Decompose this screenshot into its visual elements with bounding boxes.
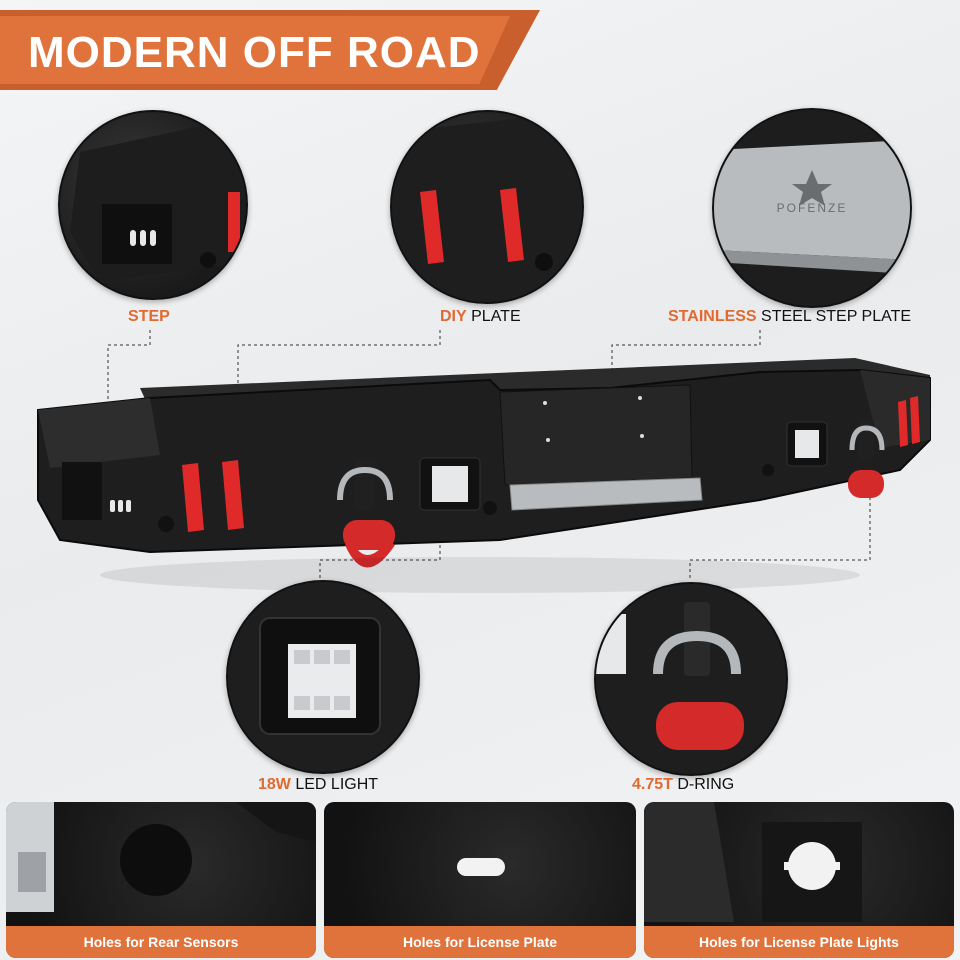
license-plate-holes-panel: Holes for License Plate	[324, 802, 636, 958]
led-light-left-lens	[432, 466, 468, 502]
license-plate-light-holes-panel: Holes for License Plate Lights	[644, 802, 954, 958]
rear-sensor-holes-image	[6, 802, 316, 912]
license-plate-light-holes-caption: Holes for License Plate Lights	[644, 926, 954, 958]
stainless-step-plate	[509, 477, 703, 511]
step-plate-detail-circle: POFENZE	[712, 108, 912, 308]
rear-sensor-holes-caption: Holes for Rear Sensors	[6, 926, 316, 958]
title-banner: MODERN OFF ROAD	[0, 10, 540, 90]
diy-plate-detail-circle	[390, 110, 584, 304]
right-reflector-1	[898, 400, 908, 447]
license-plate-area	[499, 384, 693, 486]
d-ring-right	[848, 420, 885, 498]
led-light-label: 18W LED LIGHT	[258, 776, 379, 793]
license-plate-holes-caption: Holes for License Plate	[324, 926, 636, 958]
banner-title: MODERN OFF ROAD	[28, 28, 481, 77]
step-label: STEP	[128, 308, 170, 325]
plate-holes	[543, 396, 644, 442]
right-reflector-2	[910, 396, 920, 444]
left-reflector-1	[182, 463, 204, 532]
title-banner-inner	[0, 16, 510, 84]
pofenze-logo-text: POFENZE	[777, 201, 848, 215]
rear-sensor-center	[483, 501, 497, 515]
step-detail-circle	[58, 110, 248, 300]
license-plate-holes-image	[457, 858, 505, 876]
license-plate-light-holes-image	[644, 802, 862, 922]
diy-plate-label: DIY PLATE	[440, 308, 521, 325]
left-reflector-2	[222, 460, 244, 530]
rear-sensor-holes-panel: Holes for Rear Sensors	[6, 802, 316, 958]
rear-sensor-left	[158, 516, 174, 532]
d-ring-label: 4.75T D-RING	[632, 776, 735, 793]
stainless-step-plate-label: STAINLESS STEEL STEP PLATE	[668, 308, 912, 325]
bumper-shadow	[100, 557, 860, 593]
d-ring-detail-circle	[594, 582, 788, 776]
rear-sensor-right	[762, 464, 774, 476]
left-step-slots	[110, 500, 131, 512]
led-light-detail-circle	[226, 580, 420, 774]
left-step-cutout	[62, 462, 102, 520]
d-ring-left	[337, 460, 395, 568]
led-light-right-lens	[795, 430, 819, 458]
star-logo-icon	[792, 170, 832, 206]
bumper-left-facet	[38, 398, 160, 468]
